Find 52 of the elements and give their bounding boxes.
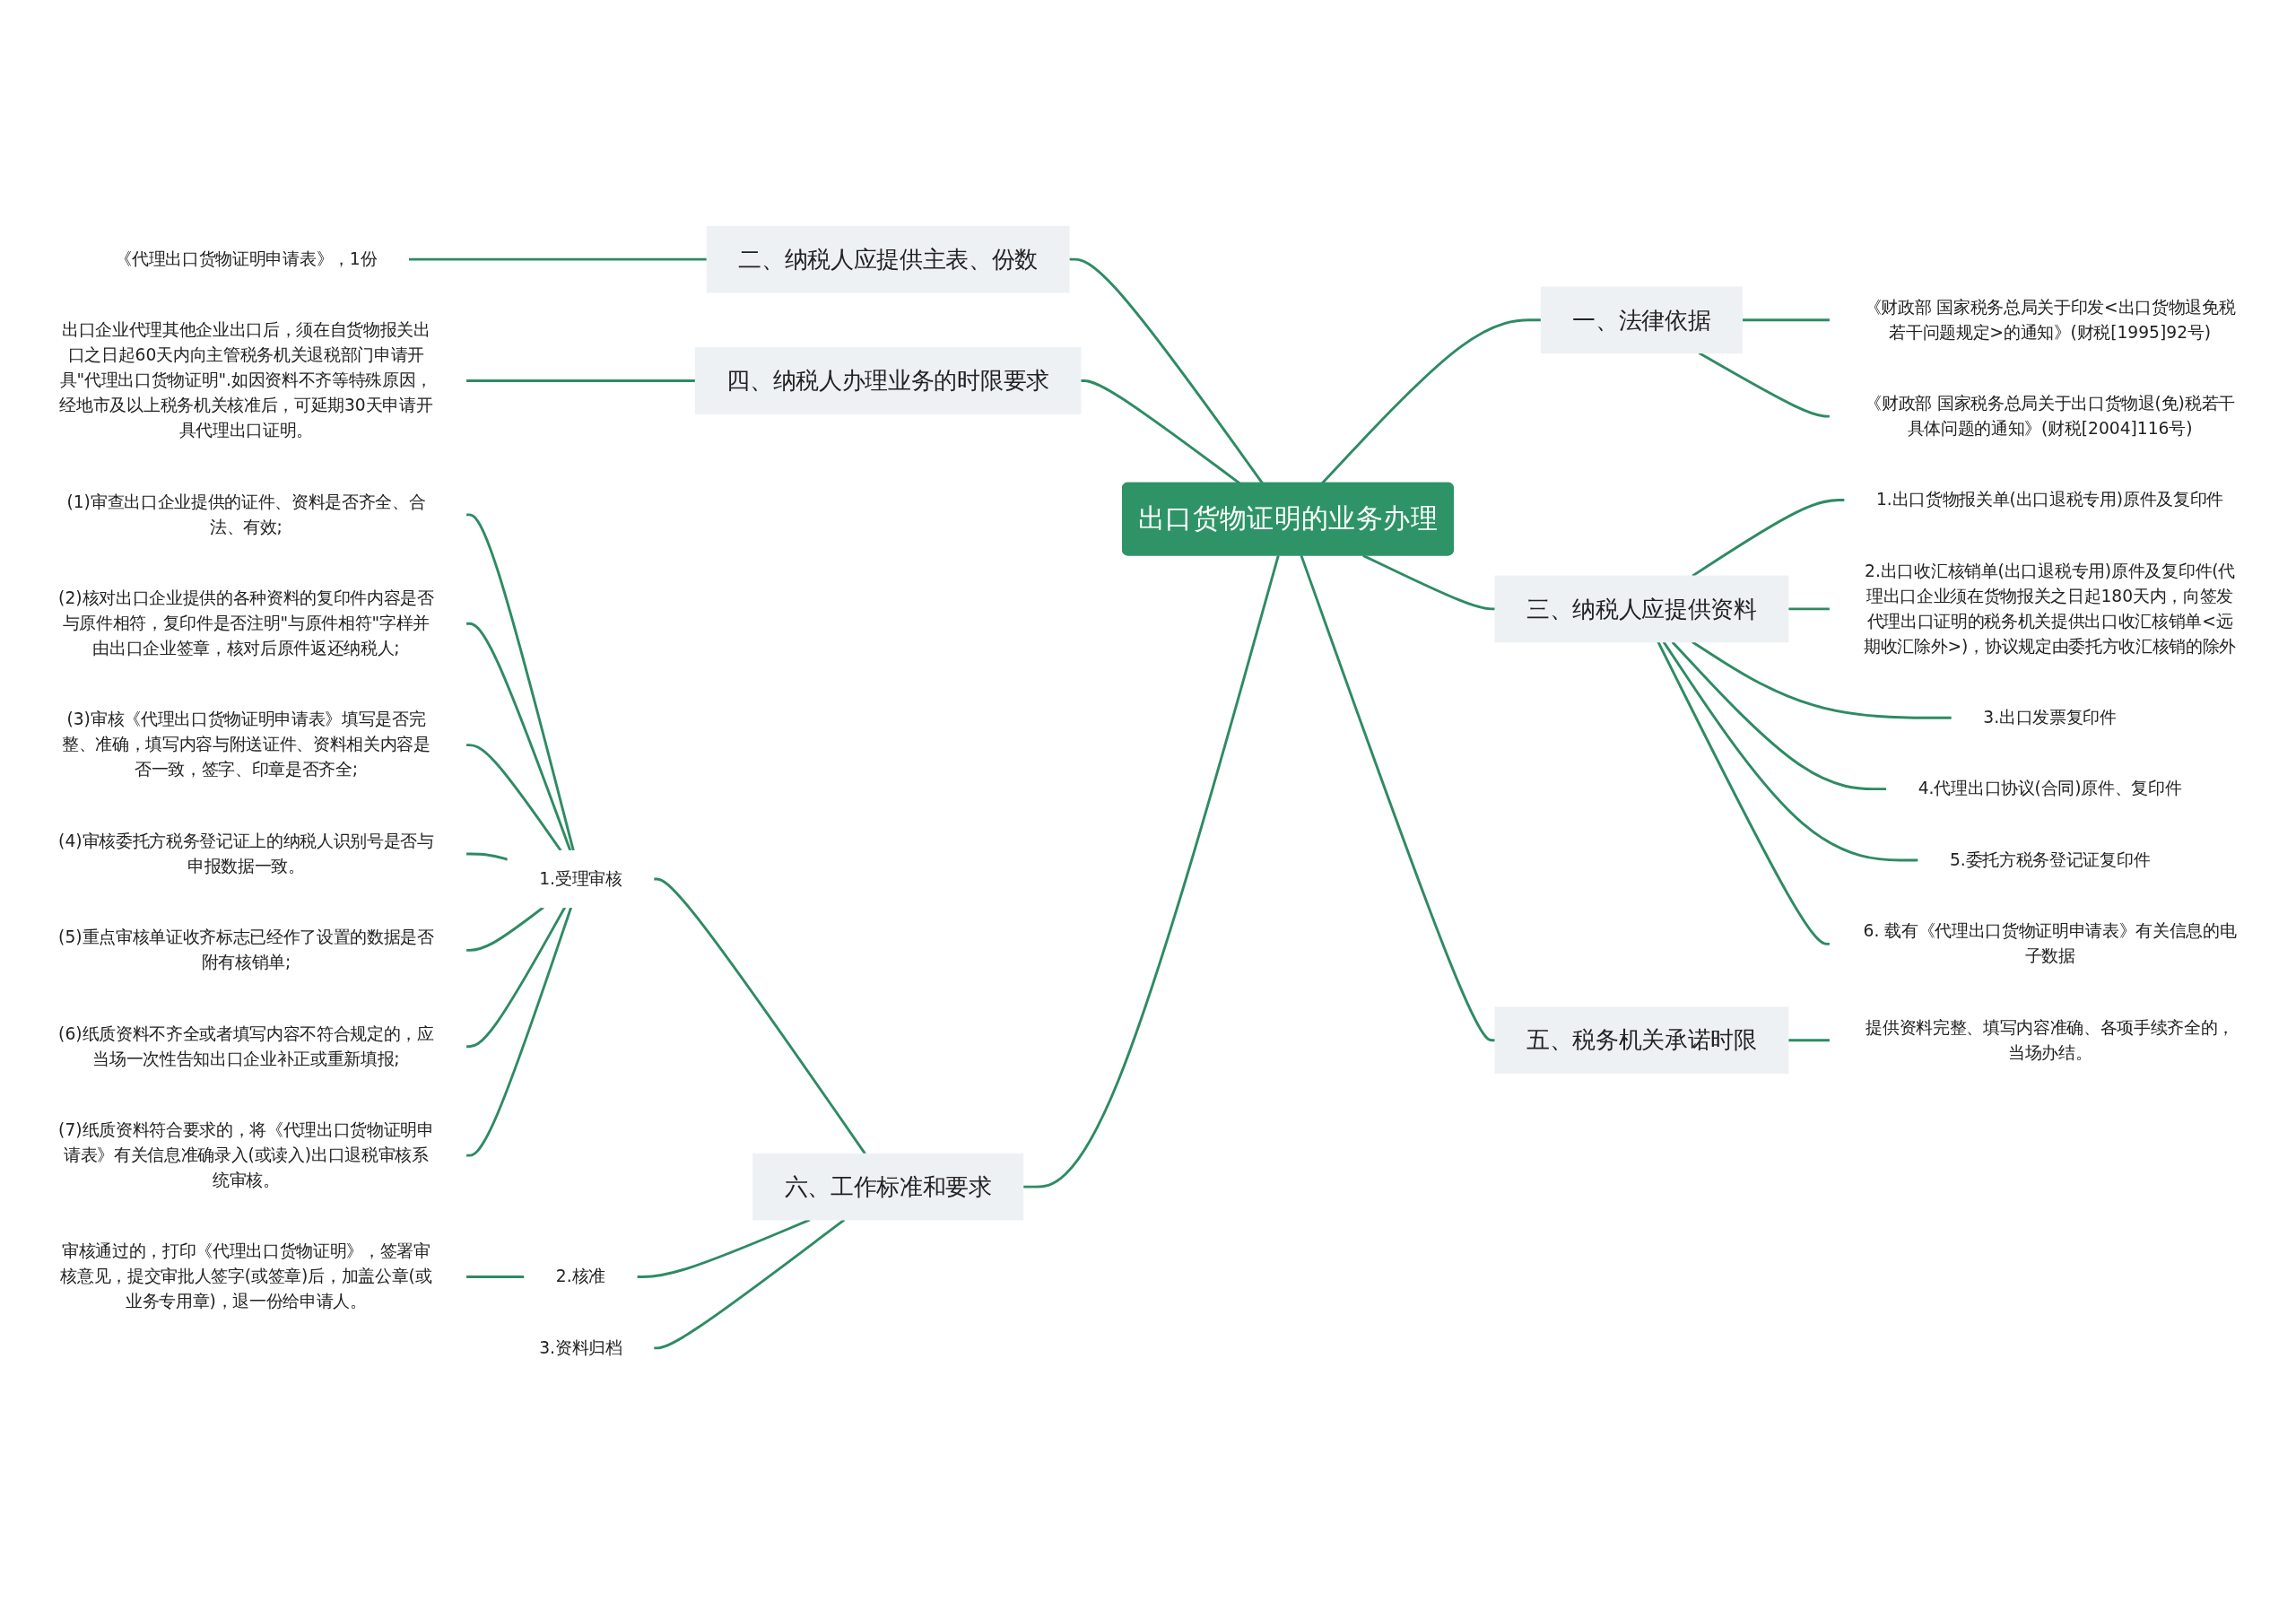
connector xyxy=(1300,554,1496,1041)
connector xyxy=(1662,640,1918,862)
node-box: 一、法律依据 xyxy=(1540,286,1744,353)
connector xyxy=(1692,498,1845,577)
connector xyxy=(1787,607,1831,610)
node-text: 2.出口收汇核销单(出口退税专用)原件及复印件(代理出口企业须在货物报关之日起180天内，向签发代理出口证明的税务机关提供出口收汇核销单<远期收汇除外>)，协议规定由委托方收汇核销的除外 xyxy=(1864,560,2237,657)
node-text: 6. 载有《代理出口货物证明申请表》有关信息的电子数据 xyxy=(1863,920,2237,966)
connector xyxy=(653,1218,846,1349)
node-text: (4)审核委托方税务登记证上的纳税人识别号是否与申报数据一致。 xyxy=(58,830,434,876)
node-text: 1.出口货物报关单(出口退税专用)原件及复印件 xyxy=(1875,489,2224,509)
node-text: 4.代理出口协议(合同)原件、复印件 xyxy=(1918,778,2182,798)
node-box: 二、纳税人应提供主表、份数 xyxy=(706,225,1070,293)
node-box: 四、纳税人办理业务的时限要求 xyxy=(694,346,1082,414)
node-text: (1)审查出口企业提供的证件、资料是否齐全、合法、有效; xyxy=(66,491,426,537)
node-box: 六、工作标准和要求 xyxy=(752,1153,1024,1221)
node-text: 审核通过的，打印《代理出口货物证明》，签署审核意见，提交审批人签字(或签章)后，加盖公章(或业务专用章)，退一份给申请人。 xyxy=(60,1241,432,1311)
connector xyxy=(465,906,573,1157)
connector xyxy=(1692,640,1952,719)
node-text: 2.核准 xyxy=(555,1266,606,1286)
node-text: 提供资料完整、填写内容准确、各项手续齐全的，当场办结。 xyxy=(1866,1016,2234,1062)
node-text: 出口企业代理其他企业出口后，须在自货物报关出口之日起60天内向主管税务机关退税部门申请开具"代理出口货物证明".如因资料不齐等特殊原因，经地市及以上税务机关核准后，可延期30天申请开具代理出口证明。 xyxy=(59,319,433,440)
connector xyxy=(465,379,696,382)
node-text: (3)审核《代理出口货物证明申请表》填写是否完整、准确，填写内容与附送证件、资料相关内容是否一致，签字、印章是否齐全; xyxy=(62,709,430,779)
node-text: 《代理出口货物证明申请表》，1份 xyxy=(115,248,378,269)
connector xyxy=(408,257,708,261)
node-text: (5)重点审核单证收齐标志已经作了设置的数据是否附有核销单; xyxy=(58,927,434,972)
node-text: 5.委托方税务登记证复印件 xyxy=(1949,849,2151,870)
node-text: 3.出口发票复印件 xyxy=(1983,707,2117,727)
connector xyxy=(1362,553,1496,610)
node-box: 三、纳税人应提供资料 xyxy=(1494,575,1789,642)
connector xyxy=(653,877,866,1154)
node-text: (2)核对出口企业提供的各种资料的复印件内容是否与原件相符，复印件是否注明"与原件相符"字样并由出口企业签章，核对后原件返还纳税人; xyxy=(58,588,434,658)
node-text: 《财政部 国家税务总局关于印发<出口货物退免税若干问题规定>的通知》(财税[1995]92号) xyxy=(1864,296,2236,342)
node-text: (7)纸质资料符合要求的，将《代理出口货物证明申请表》有关信息准确录入(或读入)出口退税审核系统审核。 xyxy=(58,1119,434,1190)
connector xyxy=(1671,640,1887,790)
connector xyxy=(1742,318,1831,321)
node-text: 1.受理审核 xyxy=(539,867,622,889)
connector xyxy=(1657,640,1831,945)
connector xyxy=(465,513,575,851)
node-text: 3.资料归档 xyxy=(539,1336,622,1357)
node-text: (6)纸质资料不齐全或者填写内容不符合规定的，应当场一次性告知出口企业补正或重新填报; xyxy=(58,1023,434,1068)
connector xyxy=(465,743,562,851)
connector xyxy=(1022,554,1280,1188)
connector xyxy=(465,1275,525,1278)
connector xyxy=(637,1218,811,1278)
connector xyxy=(465,906,567,1048)
node-text: 《财政部 国家税务总局关于出口货物退(免)税若干具体问题的通知》(财税[2004]116号) xyxy=(1865,393,2235,439)
connector xyxy=(1787,1038,1831,1041)
connector xyxy=(465,906,544,952)
node-box: 五、税务机关承诺时限 xyxy=(1494,1006,1789,1074)
connector xyxy=(465,622,572,851)
connector xyxy=(465,852,509,861)
